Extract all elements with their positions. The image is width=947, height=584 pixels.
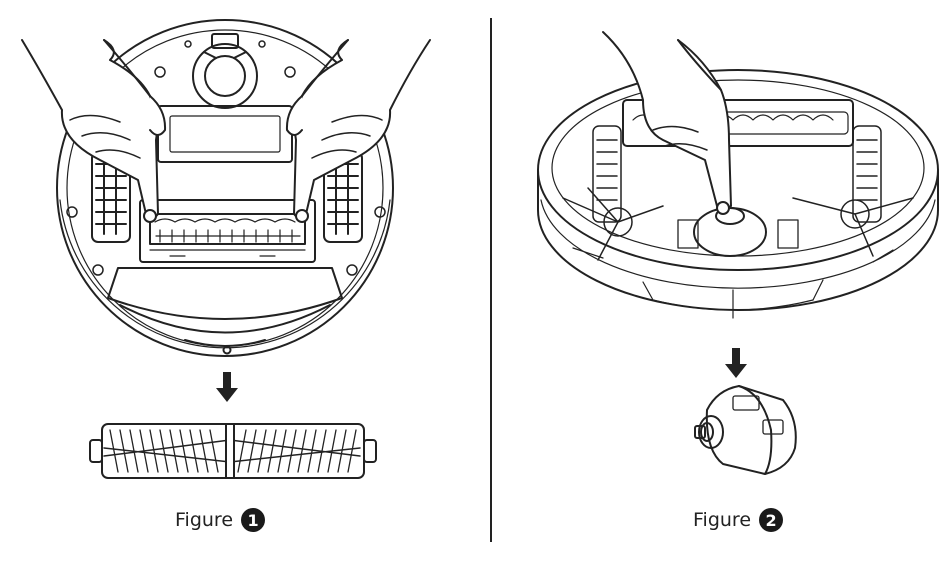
robot-underside-brush-illustration bbox=[21, 19, 431, 479]
brush-compartment bbox=[139, 199, 316, 263]
figure-1-panel: Figure 1 bbox=[21, 19, 431, 532]
robot-body-angled bbox=[537, 69, 939, 319]
right-hand bbox=[285, 39, 431, 223]
caster-socket bbox=[677, 207, 799, 257]
panel-divider bbox=[490, 18, 492, 542]
robot-angled-caster-illustration bbox=[537, 31, 939, 475]
side-brushes bbox=[562, 187, 914, 261]
figure-2-label: Figure bbox=[693, 509, 752, 531]
caster-wheel bbox=[192, 33, 258, 109]
figure-2-number-badge: 2 bbox=[759, 508, 784, 532]
main-roller-brush bbox=[89, 423, 377, 479]
left-hand bbox=[21, 39, 167, 223]
figure-1-label: Figure bbox=[175, 509, 234, 531]
down-arrow-icon bbox=[725, 348, 747, 378]
caster-wheel-removed bbox=[694, 385, 797, 475]
battery-cover bbox=[157, 105, 293, 163]
figure-1-number-badge: 1 bbox=[241, 508, 266, 532]
robot-body bbox=[56, 19, 394, 357]
figure-2-panel: Figure 2 bbox=[493, 0, 947, 584]
screws bbox=[66, 40, 386, 276]
down-arrow-icon bbox=[216, 372, 238, 402]
robot-bin-cover bbox=[107, 267, 343, 320]
pointing-hand bbox=[602, 31, 732, 215]
figure-2-caption: Figure 2 bbox=[693, 508, 784, 532]
figure-1-caption: Figure 1 bbox=[175, 508, 266, 532]
